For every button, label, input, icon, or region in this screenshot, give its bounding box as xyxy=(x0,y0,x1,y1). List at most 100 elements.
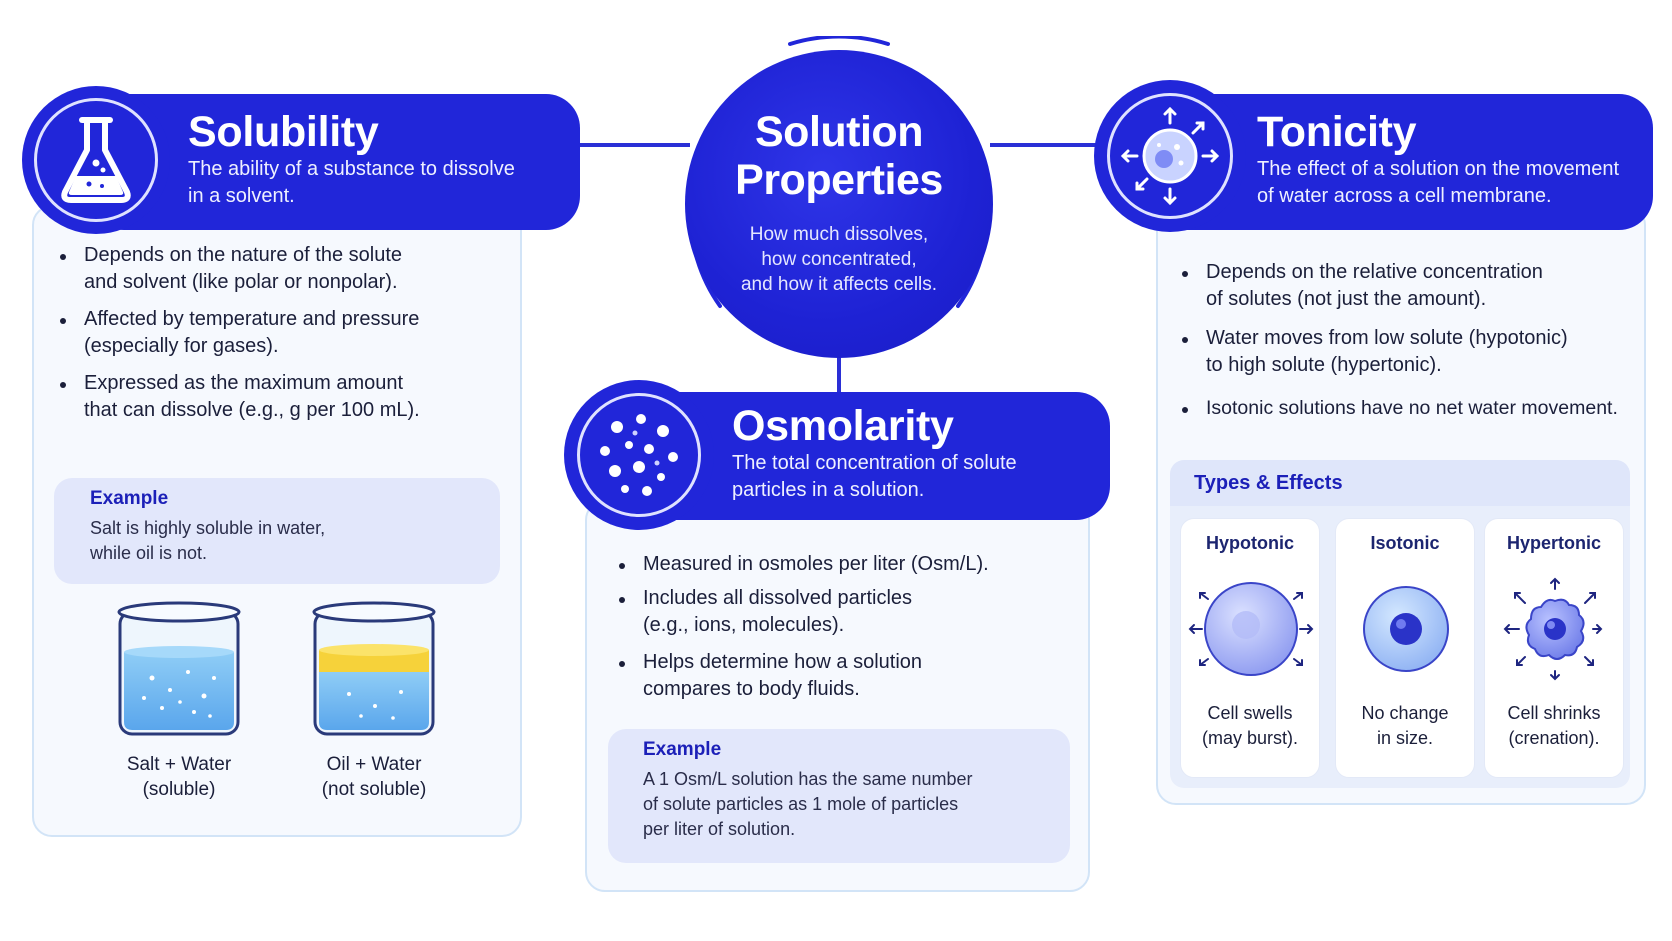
solubility-example-title: Example xyxy=(90,488,169,509)
hub-subtitle-line1: How much dissolves, xyxy=(749,224,929,245)
osmolarity-description: The total concentration of solute partic… xyxy=(732,450,1017,504)
solubility-desc-line1: The ability of a substance to dissolve xyxy=(188,158,515,180)
solubility-bullets: Depends on the nature of the solute and … xyxy=(58,242,498,424)
type-description: No change in size. xyxy=(1336,701,1474,751)
bullet-line: Depends on the relative concentration xyxy=(1206,261,1543,283)
cell-arrows-icon xyxy=(1120,106,1220,206)
caption-line: Salt + Water xyxy=(126,754,232,775)
osmolarity-example-text: A 1 Osm/L solution has the same number o… xyxy=(643,767,973,842)
tonicity-badge xyxy=(1094,80,1246,232)
type-name: Isotonic xyxy=(1370,533,1440,553)
type-desc-line: Cell swells xyxy=(1207,703,1293,723)
solubility-badge xyxy=(22,86,170,234)
bullet-line: Expressed as the maximum amount xyxy=(84,372,404,394)
hub-title-line2: Properties xyxy=(735,156,943,204)
bullet-line: (e.g., ions, molecules). xyxy=(643,614,845,636)
osmolarity-bullet-3: Helps determine how a solution compares … xyxy=(617,649,1057,703)
bullet-line: Water moves from low solute (hypotonic) xyxy=(1206,327,1568,349)
caption-line: Oil + Water xyxy=(326,754,422,775)
tonicity-bullet-1: Depends on the relative concentration of… xyxy=(1180,259,1640,313)
swelling-cell-icon xyxy=(1188,582,1314,676)
particles-icon xyxy=(600,414,678,496)
osmolarity-badge-ring xyxy=(577,393,701,517)
type-name: Hypotonic xyxy=(1206,533,1294,553)
type-desc-line: Cell shrinks xyxy=(1507,703,1601,723)
bullet-line: Measured in osmoles per liter (Osm/L). xyxy=(643,553,989,575)
hub-title: Solution Properties xyxy=(735,108,943,204)
bullet-line: Depends on the nature of the solute xyxy=(84,244,403,266)
connector-down xyxy=(837,340,841,392)
osmolarity-bullet-1: Measured in osmoles per liter (Osm/L). xyxy=(617,551,1057,578)
example-line: of solute particles as 1 mole of particl… xyxy=(643,794,959,814)
tonicity-description: The effect of a solution on the movement… xyxy=(1257,156,1619,210)
solubility-desc-line2: in a solvent. xyxy=(188,185,295,207)
solubility-bullet-1: Depends on the nature of the solute and … xyxy=(58,242,498,296)
solubility-title: Solubility xyxy=(188,108,379,156)
bullet-line: Isotonic solutions have no net water mov… xyxy=(1206,397,1618,419)
bullet-line: that can dissolve (e.g., g per 100 mL). xyxy=(84,399,420,421)
hub-subtitle-line2: how concentrated, xyxy=(761,249,917,270)
osmolarity-bullet-2: Includes all dissolved particles (e.g., … xyxy=(617,585,1057,639)
shrunken-cell-icon xyxy=(1503,577,1603,681)
tonicity-title: Tonicity xyxy=(1257,108,1417,156)
example-line: Salt is highly soluble in water, xyxy=(90,518,326,538)
example-line: per liter of solution. xyxy=(643,819,796,839)
caption-line: (soluble) xyxy=(142,779,216,800)
example-line: A 1 Osm/L solution has the same number xyxy=(643,769,973,789)
beaker-salt-water-icon xyxy=(117,601,241,736)
tonicity-bullets: Depends on the relative concentration of… xyxy=(1180,259,1640,422)
osmolarity-example: Example A 1 Osm/L solution has the same … xyxy=(608,729,1070,863)
osmolarity-bullets: Measured in osmoles per liter (Osm/L). I… xyxy=(617,551,1057,703)
type-card-hypotonic: Hypotonic Cell swells (may burst). xyxy=(1180,518,1320,778)
bullet-line: of solutes (not just the amount). xyxy=(1206,288,1487,310)
tonicity-badge-ring xyxy=(1107,93,1233,219)
connector-left xyxy=(540,143,690,147)
solubility-bullet-2: Affected by temperature and pressure (es… xyxy=(58,306,498,360)
bullet-line: Affected by temperature and pressure xyxy=(84,308,420,330)
type-description: Cell swells (may burst). xyxy=(1181,701,1319,751)
solubility-description: The ability of a substance to dissolve i… xyxy=(188,156,515,210)
bullet-line: to high solute (hypertonic). xyxy=(1206,354,1442,376)
osmolarity-title: Osmolarity xyxy=(732,402,954,450)
flask-icon xyxy=(61,117,131,203)
bullet-line: compares to body fluids. xyxy=(643,678,860,700)
hub-subtitle: How much dissolves, how concentrated, an… xyxy=(719,222,959,297)
type-desc-line: No change xyxy=(1361,703,1449,723)
bullet-line: and solvent (like polar or nonpolar). xyxy=(84,271,398,293)
solubility-bullet-3: Expressed as the maximum amount that can… xyxy=(58,370,498,424)
type-card-hypertonic: Hypertonic Cell shrinks (crenation). xyxy=(1484,518,1624,778)
osmolarity-badge xyxy=(564,380,714,530)
beaker-oil-water-caption: Oil + Water (not soluble) xyxy=(299,752,449,802)
example-line: while oil is not. xyxy=(90,543,208,563)
types-effects-title: Types & Effects xyxy=(1194,472,1343,494)
normal-cell-icon xyxy=(1363,586,1449,672)
solubility-example: Example Salt is highly soluble in water,… xyxy=(54,478,500,584)
solubility-badge-ring xyxy=(34,98,158,222)
tonicity-desc-line1: The effect of a solution on the movement xyxy=(1257,158,1620,180)
solubility-header: Solubility The ability of a substance to… xyxy=(90,94,580,230)
type-desc-line: (may burst). xyxy=(1201,728,1298,748)
tonicity-bullet-2: Water moves from low solute (hypotonic) … xyxy=(1180,325,1640,379)
tonicity-bullet-3: Isotonic solutions have no net water mov… xyxy=(1180,395,1640,422)
bullet-line: Includes all dissolved particles xyxy=(643,587,913,609)
types-effects-header: Types & Effects xyxy=(1170,460,1630,506)
beaker-salt-water-caption: Salt + Water (soluble) xyxy=(104,752,254,802)
bullet-line: Helps determine how a solution xyxy=(643,651,923,673)
hub-subtitle-line3: and how it affects cells. xyxy=(740,274,938,295)
connector-right xyxy=(990,143,1100,147)
type-desc-line: in size. xyxy=(1376,728,1434,748)
beaker-oil-water-icon xyxy=(312,601,436,736)
osmolarity-desc-line1: The total concentration of solute xyxy=(732,452,1017,474)
solubility-example-text: Salt is highly soluble in water, while o… xyxy=(90,516,325,566)
osmolarity-example-title: Example xyxy=(643,739,722,760)
type-card-isotonic: Isotonic No change in size. xyxy=(1335,518,1475,778)
type-desc-line: (crenation). xyxy=(1508,728,1600,748)
tonicity-desc-line2: of water across a cell membrane. xyxy=(1257,185,1552,207)
central-hub: Solution Properties How much dissolves, … xyxy=(685,50,993,358)
hub-title-line1: Solution xyxy=(755,108,923,156)
type-description: Cell shrinks (crenation). xyxy=(1485,701,1623,751)
caption-line: (not soluble) xyxy=(321,779,427,800)
osmolarity-desc-line2: particles in a solution. xyxy=(732,479,925,501)
bullet-line: (especially for gases). xyxy=(84,335,279,357)
type-name: Hypertonic xyxy=(1506,533,1602,553)
